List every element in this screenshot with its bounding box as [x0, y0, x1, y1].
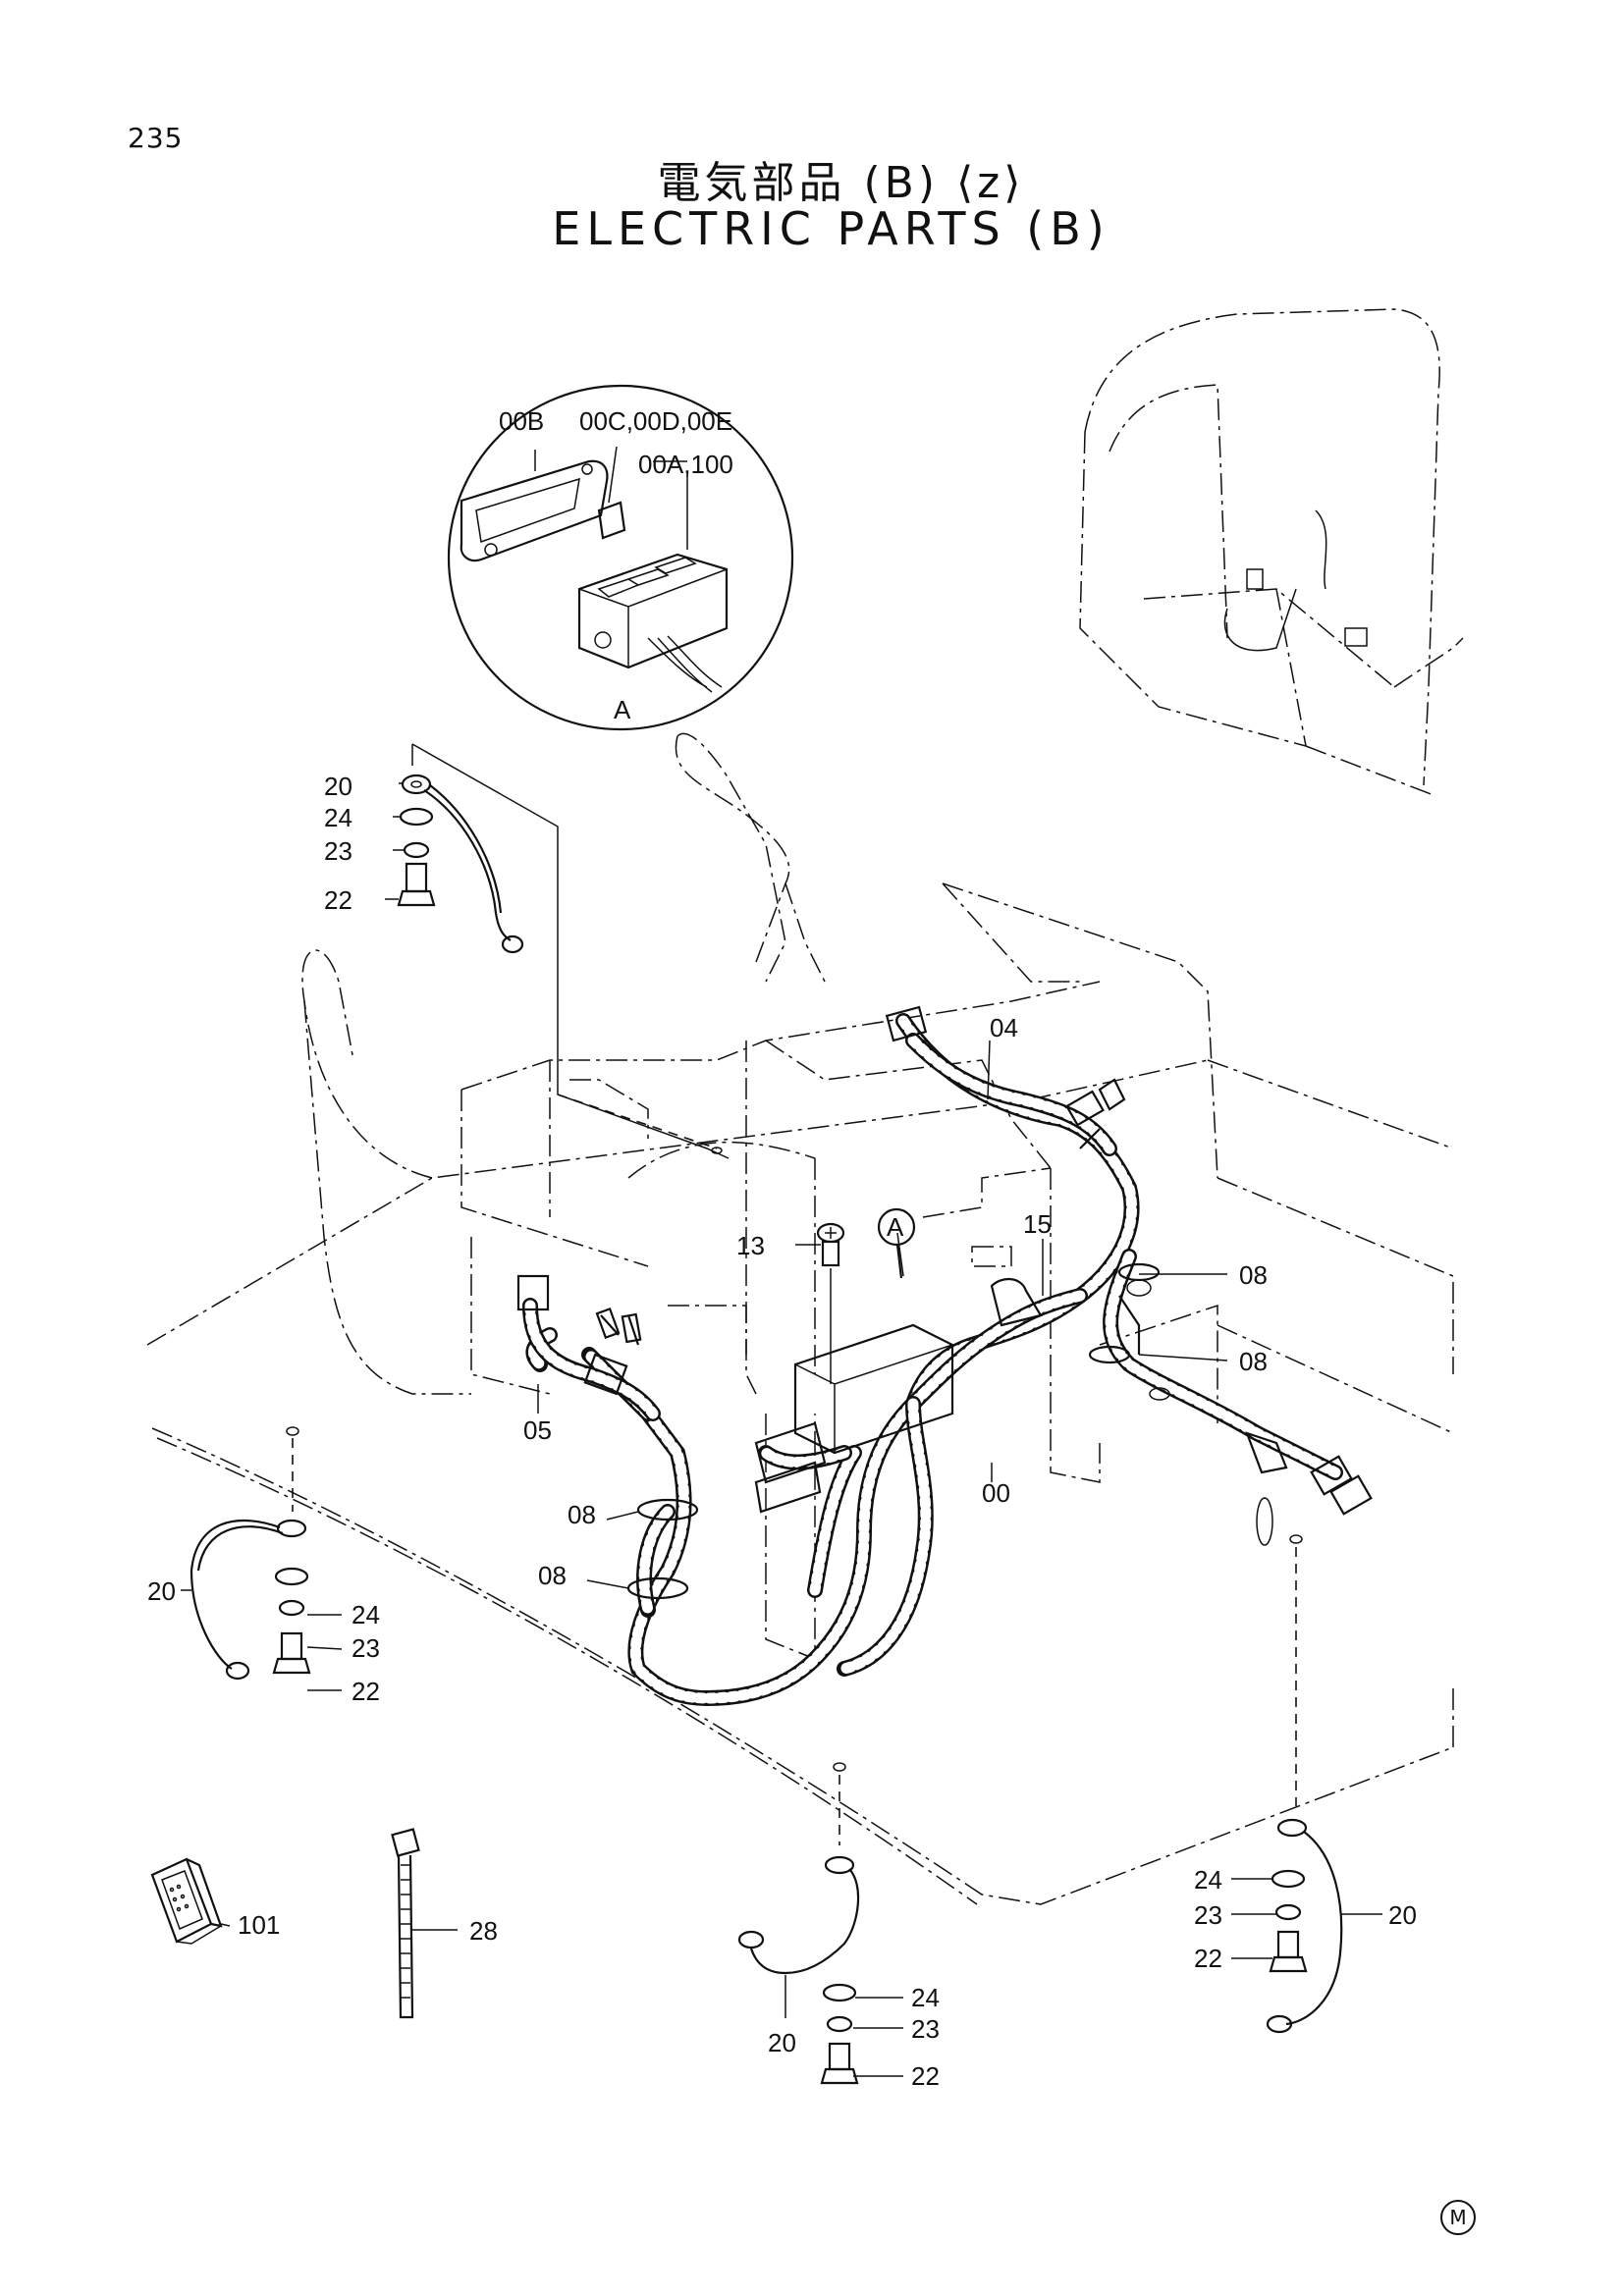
cable-tie-28	[391, 1828, 420, 2019]
label-15: 15	[1023, 1209, 1052, 1239]
ground-cable-bottom	[737, 1762, 860, 2085]
clamps-08	[626, 1262, 1170, 1600]
label-04: 04	[990, 1013, 1018, 1042]
label-23-left: 23	[352, 1633, 380, 1663]
label-20-top: 20	[324, 772, 352, 801]
label-23-top: 23	[324, 836, 352, 866]
label-08-a: 08	[1239, 1260, 1268, 1290]
label-00: 00	[982, 1478, 1010, 1508]
callout-a-label: A	[887, 1212, 904, 1242]
label-20-bottom: 20	[768, 2028, 796, 2057]
label-24-bottom: 24	[911, 1983, 940, 2012]
label-22-right: 22	[1194, 1944, 1222, 1973]
title-english: ELECTRIC PARTS (B)	[552, 202, 1110, 255]
ground-cable-right	[1266, 1534, 1343, 2034]
label-08-c: 08	[568, 1500, 596, 1529]
label-22-top: 22	[324, 885, 352, 915]
label-24-left: 24	[352, 1600, 380, 1629]
label-101: 101	[238, 1910, 280, 1940]
detail-circle-a: A 00B 00C,00D,00E 00A,100	[447, 384, 794, 731]
harness-05	[516, 1274, 661, 1421]
harness-04	[885, 1005, 1126, 1156]
label-23-bottom: 23	[911, 2014, 940, 2044]
screw-13	[816, 1222, 845, 1384]
label-24-top: 24	[324, 803, 352, 832]
label-pack-101	[150, 1857, 223, 1945]
label-05: 05	[523, 1415, 552, 1445]
callout-a: A	[877, 1207, 916, 1279]
label-20-right: 20	[1388, 1900, 1417, 1930]
m-mark: M	[1440, 2200, 1476, 2235]
label-00a-100: 00A,100	[638, 450, 733, 479]
label-20-left: 20	[147, 1576, 176, 1606]
label-22-left: 22	[352, 1677, 380, 1706]
label-24-right: 24	[1194, 1865, 1222, 1895]
leader-lines	[181, 782, 1382, 2077]
right-connectors	[1118, 1279, 1373, 1546]
label-23-right: 23	[1194, 1900, 1222, 1930]
label-00c-00d-00e: 00C,00D,00E	[579, 406, 732, 436]
ground-cable-left	[189, 1426, 311, 1681]
cab-outline	[1079, 308, 1464, 796]
label-08-b: 08	[1239, 1347, 1268, 1376]
page-number: 235	[128, 122, 184, 154]
relay-box	[754, 1278, 1043, 1514]
detail-a-label: A	[614, 695, 631, 724]
label-22-bottom: 22	[911, 2061, 940, 2091]
part-labels: 20 24 23 22 04 13 15 08 08 05 08 08 00 2…	[147, 772, 1417, 2091]
ground-cable-top	[397, 743, 730, 1159]
label-08-d: 08	[538, 1561, 567, 1590]
label-28: 28	[469, 1916, 498, 1946]
title-japanese: 電気部品 (B) ⟨z⟩	[657, 158, 1025, 208]
label-13: 13	[736, 1231, 765, 1260]
label-00b: 00B	[499, 406, 544, 436]
